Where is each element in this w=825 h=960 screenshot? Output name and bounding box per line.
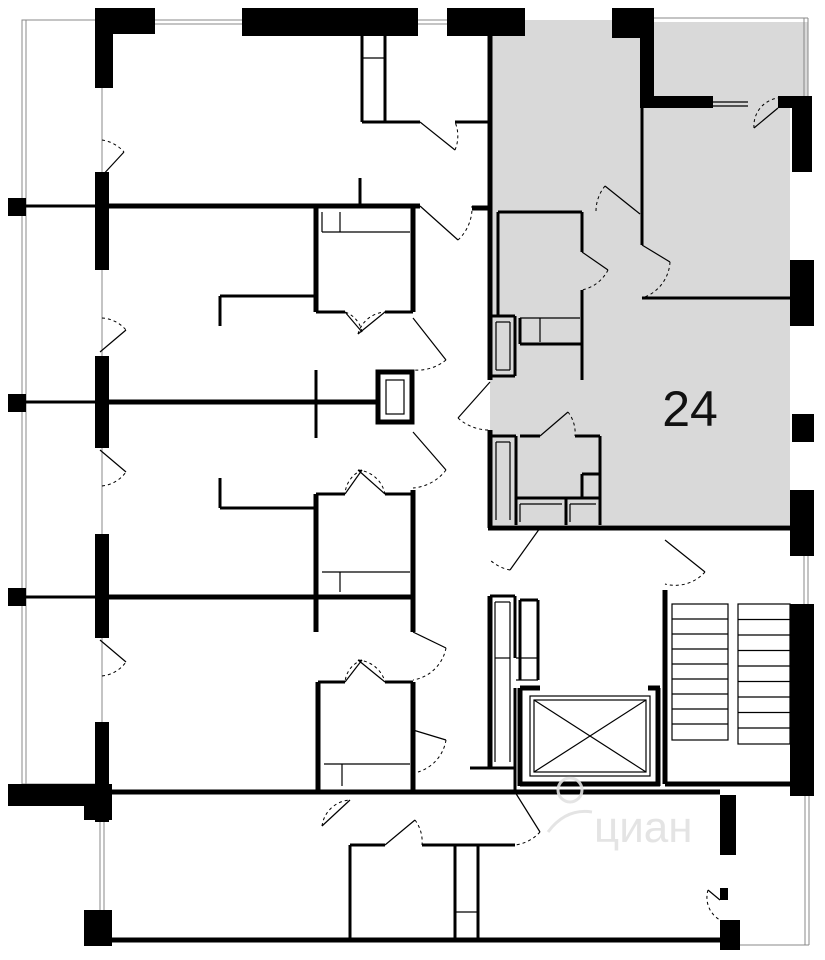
cian-watermark: циан <box>546 776 693 852</box>
unit-number-label: 24 <box>662 381 718 437</box>
watermark-text: циан <box>594 803 693 852</box>
unit-24-fill <box>490 10 808 525</box>
staircase <box>671 603 791 745</box>
door-swings <box>99 97 779 921</box>
structural-walls <box>8 8 814 950</box>
cian-logo-icon <box>546 776 593 833</box>
interior-walls <box>26 20 792 943</box>
elevator-shaft <box>529 695 651 777</box>
unit-24-area[interactable] <box>490 10 808 525</box>
